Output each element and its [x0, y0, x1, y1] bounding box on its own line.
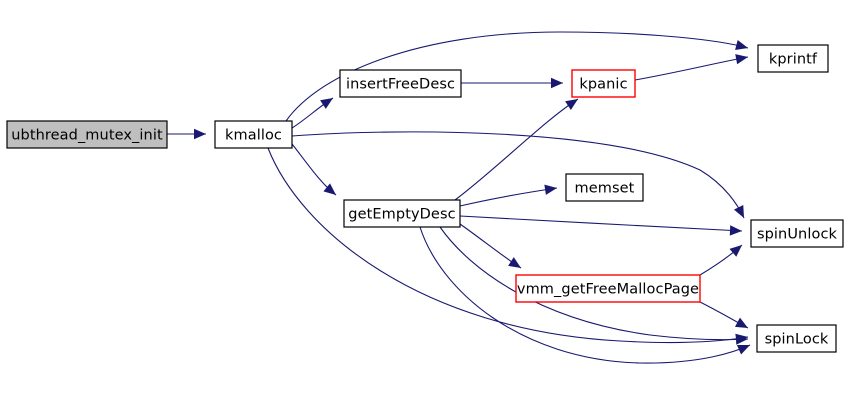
call-edge-arrowhead [729, 245, 742, 257]
call-edge-arrowhead [565, 99, 578, 110]
call-edge-arrowhead [729, 225, 742, 236]
node-box[interactable] [214, 120, 293, 149]
call-edge-arrowhead [735, 334, 748, 345]
node-box[interactable] [565, 173, 644, 202]
call-edge [439, 226, 749, 341]
call-edge [634, 56, 749, 81]
call-edge [419, 226, 751, 364]
call-edge-arrowhead [544, 184, 557, 195]
call-edge-arrowhead [733, 204, 744, 218]
node-box[interactable] [750, 219, 844, 248]
call-edge-arrowhead [320, 98, 333, 109]
call-edge-arrowhead [735, 39, 748, 51]
graph-node-insertFreeDesc[interactable]: insertFreeDesc [339, 69, 462, 98]
node-box[interactable] [756, 324, 837, 353]
node-label: insertFreeDesc [346, 77, 455, 93]
node-box[interactable] [757, 44, 829, 73]
graph-node-vmm_getFreeMallocPage[interactable]: vmm_getFreeMallocPage [515, 274, 701, 303]
call-edge [267, 147, 749, 344]
node-label: memset [575, 181, 635, 197]
graph-node-kmalloc[interactable]: kmalloc [214, 120, 293, 149]
node-label: kpanic [579, 77, 627, 93]
node-label: getEmptyDesc [348, 207, 455, 223]
graph-node-spinLock[interactable]: spinLock [756, 324, 837, 353]
nodes-layer: ubthread_mutex_init kmalloc insertFreeDesc… [6, 44, 844, 353]
edges-layer [167, 31, 751, 364]
call-edge [459, 187, 558, 207]
node-box[interactable] [515, 274, 701, 303]
call-edge-arrowhead [508, 257, 521, 268]
call-edge-arrowhead [736, 345, 750, 355]
call-edge-arrowhead [194, 128, 206, 140]
node-label: kprintf [769, 52, 818, 68]
node-label: vmm_getFreeMallocPage [517, 282, 699, 298]
node-box[interactable] [6, 120, 168, 149]
graph-node-kpanic[interactable]: kpanic [571, 69, 636, 98]
graph-node-getEmptyDesc[interactable]: getEmptyDesc [343, 199, 461, 228]
call-edge [291, 131, 745, 219]
call-edge-arrowhead [551, 77, 563, 89]
call-edge [454, 98, 579, 201]
node-box[interactable] [571, 69, 636, 98]
call-edge-arrowhead [735, 54, 748, 65]
call-edge [459, 215, 743, 232]
call-edge-arrowhead [734, 317, 748, 328]
graph-node-spinUnlock[interactable]: spinUnlock [750, 219, 844, 248]
node-label: ubthread_mutex_init [11, 128, 163, 144]
node-box[interactable] [339, 69, 462, 98]
node-box[interactable] [343, 199, 461, 228]
node-label: spinLock [765, 332, 829, 348]
node-label: spinUnlock [757, 227, 838, 243]
call-edge [285, 31, 749, 122]
graph-node-memset[interactable]: memset [565, 173, 644, 202]
graph-node-kprintf[interactable]: kprintf [757, 44, 829, 73]
node-label: kmalloc [225, 128, 282, 144]
graph-node-ubthread_mutex_init[interactable]: ubthread_mutex_init [6, 120, 168, 149]
call-edge-arrowhead [323, 183, 336, 195]
